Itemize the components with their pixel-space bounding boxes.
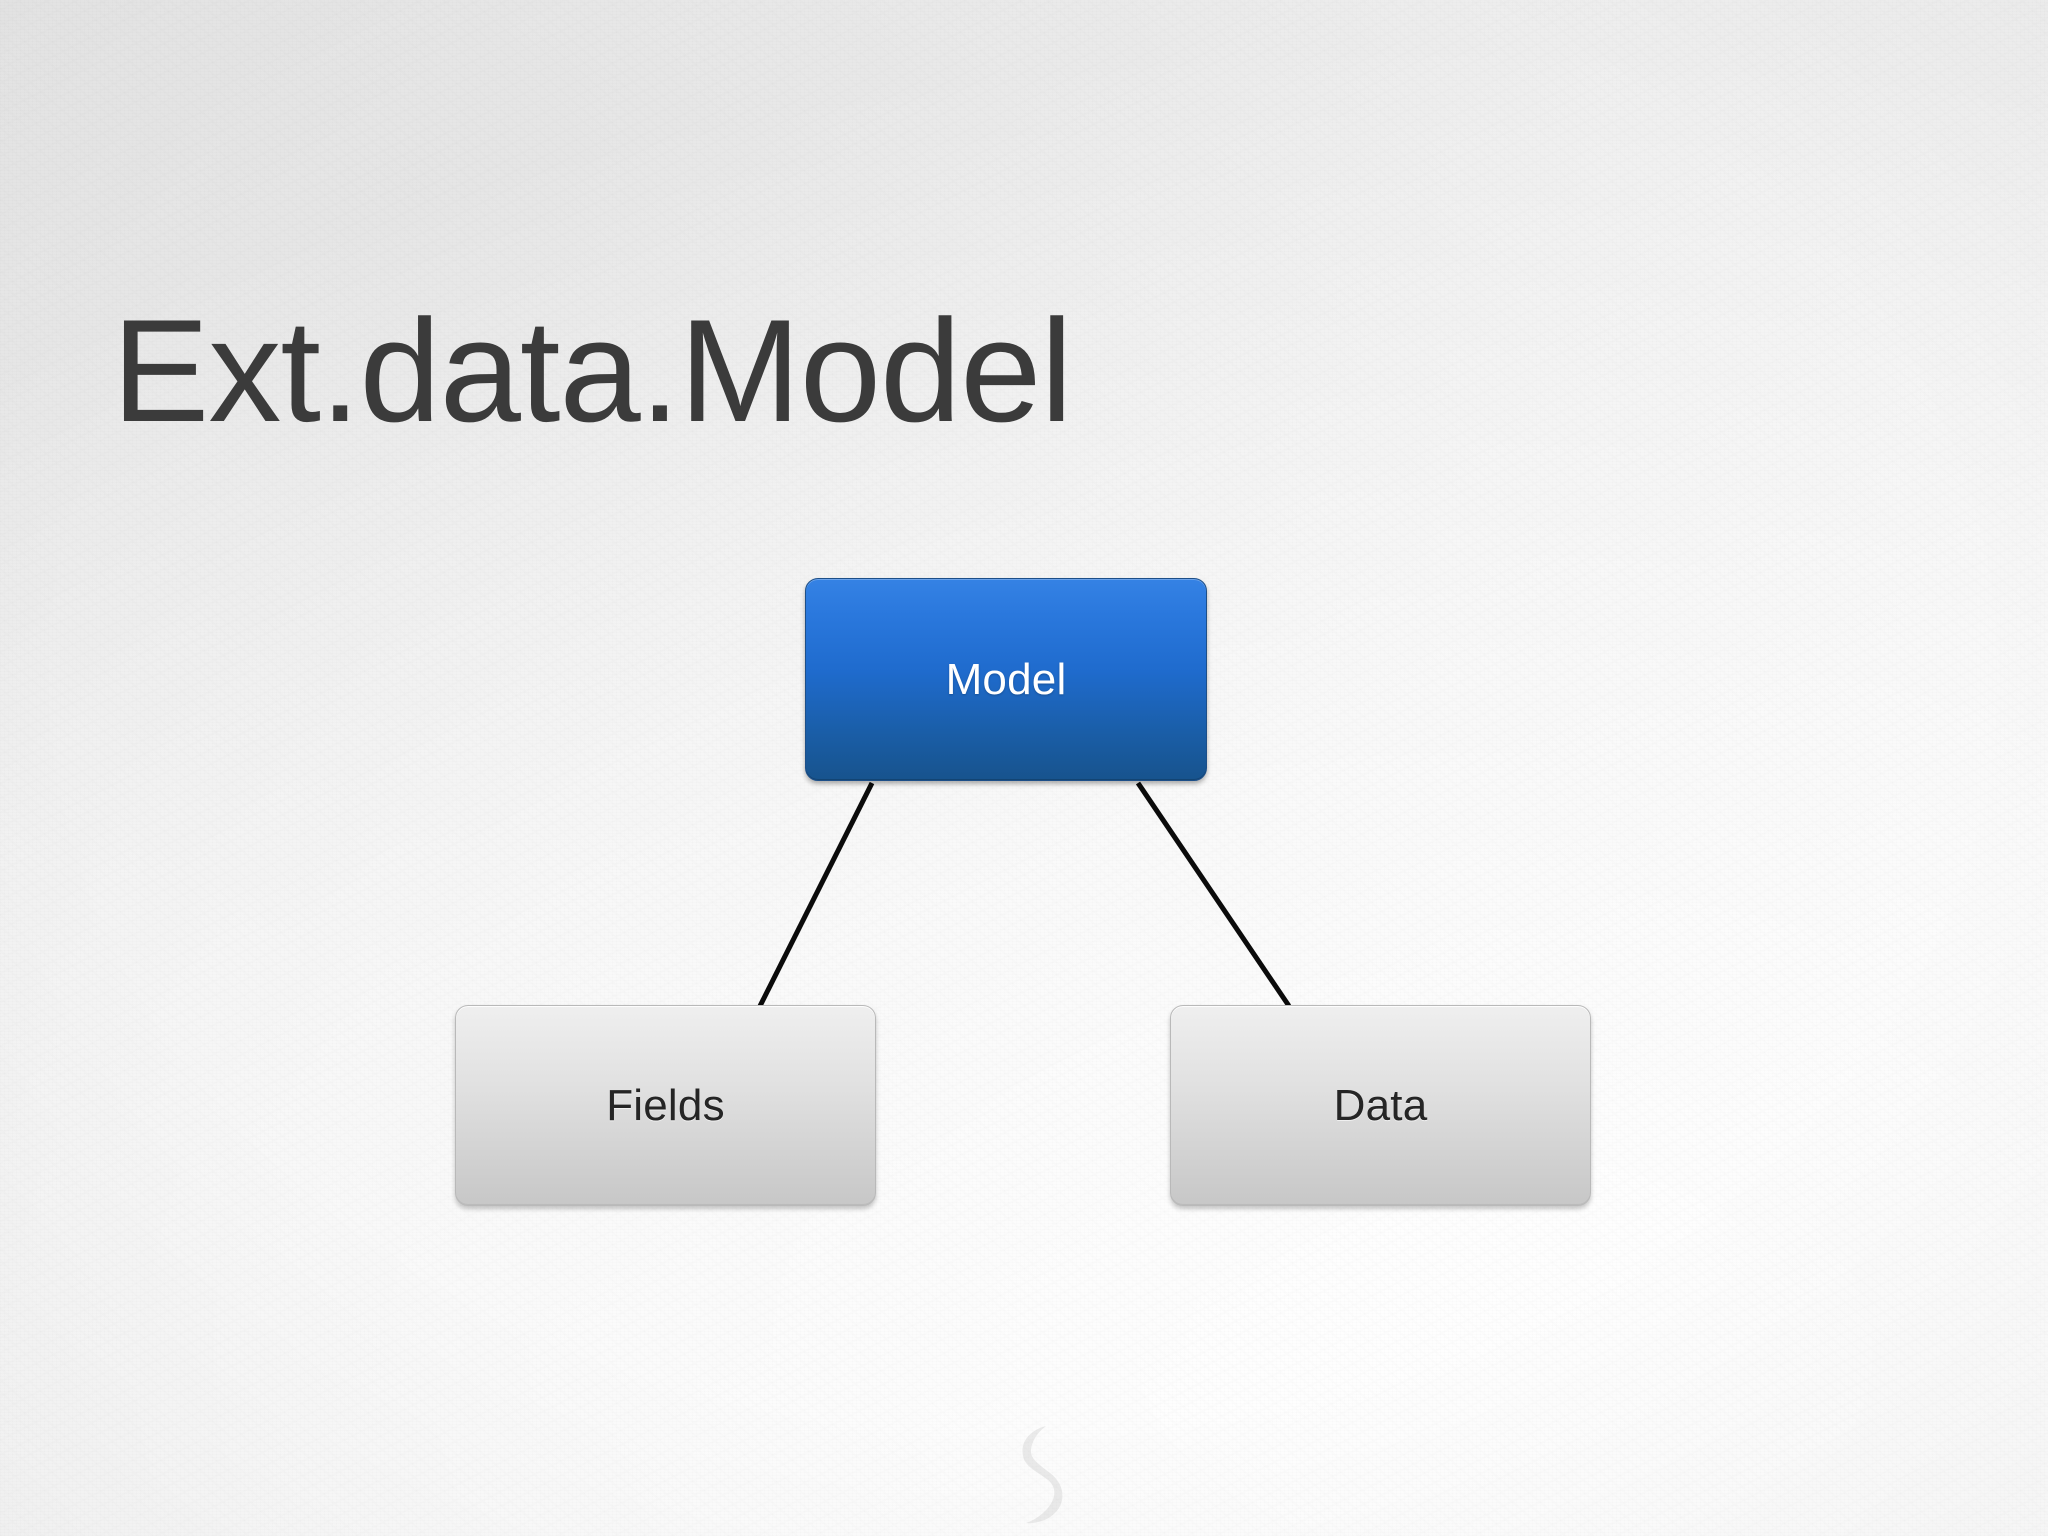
diagram-node-fields[interactable]: Fields xyxy=(455,1005,876,1206)
connector-model-to-fields xyxy=(757,781,875,1008)
diagram-node-model-label: Model xyxy=(945,654,1067,704)
connector-model-to-data xyxy=(1135,781,1292,1008)
diagram-node-data-label: Data xyxy=(1333,1080,1428,1130)
diagram-node-model[interactable]: Model xyxy=(805,578,1207,781)
diagram-node-data[interactable]: Data xyxy=(1170,1005,1591,1206)
diagram-node-fields-label: Fields xyxy=(606,1080,725,1130)
page-title: Ext.data.Model xyxy=(112,288,1073,452)
